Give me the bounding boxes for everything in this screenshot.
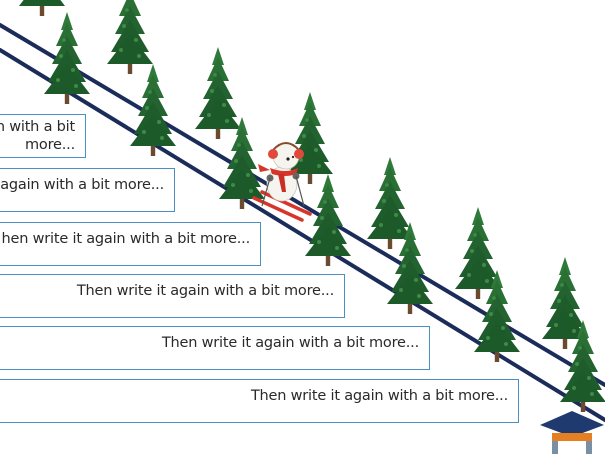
graduation-cap-logo-icon xyxy=(540,411,604,454)
step-text-1: n with a bit xyxy=(0,119,75,135)
polar-bear-skier-icon xyxy=(252,142,312,222)
step-text-3: hen write it again with a bit more... xyxy=(1,231,251,247)
step-text-1b: more... xyxy=(25,137,75,153)
step-text-2: again with a bit more... xyxy=(0,177,164,193)
step-box-3: hen write it again with a bit more... xyxy=(0,222,261,266)
step-text-6: Then write it again with a bit more... xyxy=(250,388,508,404)
step-box-2: again with a bit more... xyxy=(0,168,175,212)
step-box-1: n with a bit more... xyxy=(0,114,86,158)
step-text-4: Then write it again with a bit more... xyxy=(76,283,334,299)
step-box-6: Then write it again with a bit more... xyxy=(0,379,519,423)
step-box-5: Then write it again with a bit more... xyxy=(0,326,430,370)
step-box-4: Then write it again with a bit more... xyxy=(0,274,345,318)
step-text-5: Then write it again with a bit more... xyxy=(161,335,419,351)
